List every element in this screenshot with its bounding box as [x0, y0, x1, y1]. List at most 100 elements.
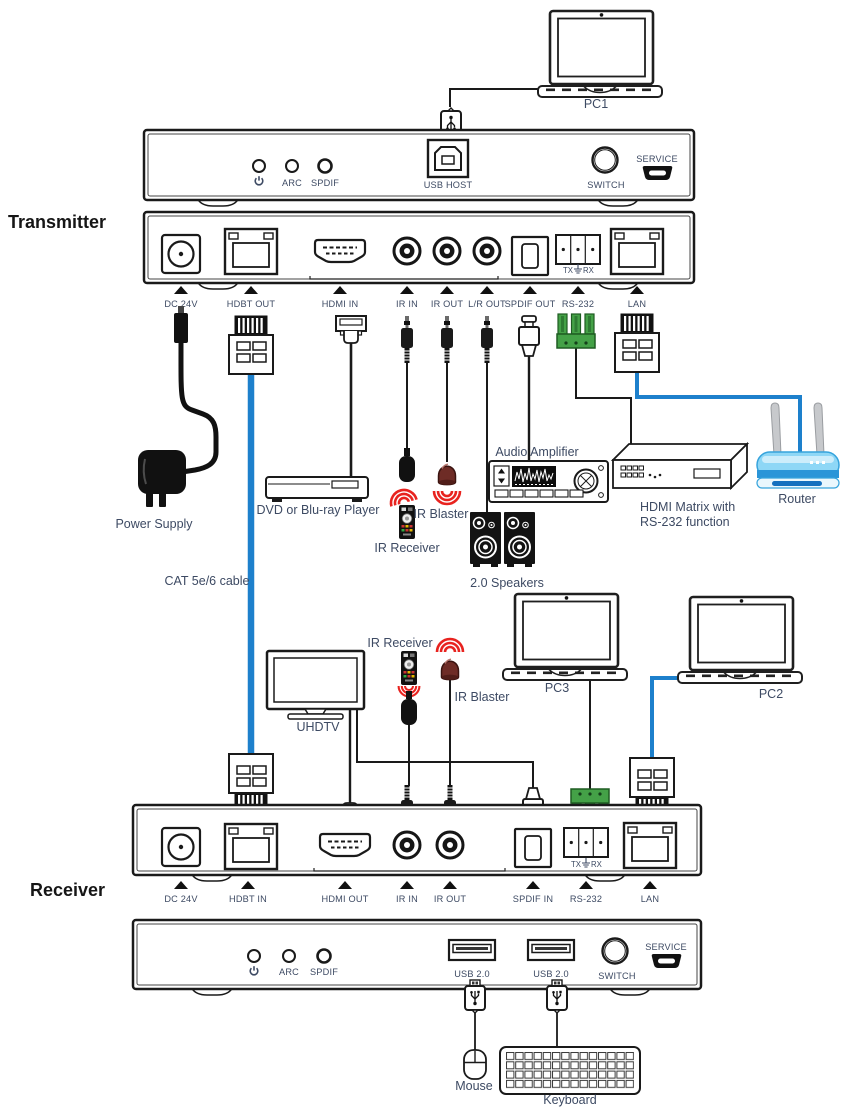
audio-amplifier: [488, 460, 609, 503]
phoenix-plug-tx: [556, 313, 596, 349]
tx-label-ir-in: IR IN: [396, 299, 418, 309]
ir-waves-tx-blaster: [432, 489, 462, 506]
tx-port-ir-in: [392, 236, 422, 266]
mouse: [463, 1049, 487, 1080]
rx-label-dc24v: DC 24V: [164, 894, 198, 904]
uhdtv-label: UHDTV: [296, 720, 340, 734]
rx-label-ir-out: IR OUT: [434, 894, 467, 904]
ir-blaster-rx-label: IR Blaster: [455, 690, 510, 704]
rx-spdif-label: SPDIF: [310, 967, 338, 977]
tx-label-rs232: RS-232: [562, 299, 594, 309]
rx-label-spdif-in: SPDIF IN: [513, 894, 553, 904]
tx-label-lan: LAN: [628, 299, 646, 309]
transmitter-section-label: Transmitter: [8, 212, 106, 232]
tx-port-labels: DC 24V HDBT OUT HDMI IN IR IN IR OUT L/R…: [164, 299, 646, 309]
cables: [178, 88, 802, 1050]
dvd-player-label: DVD or Blu-ray Player: [257, 503, 380, 517]
rx-port-hdbt-in: [223, 822, 279, 871]
rj45-plug-hdbt-out: [228, 315, 274, 375]
speakers-label: 2.0 Speakers: [470, 576, 544, 590]
ir-waves-tx-receiver: [386, 485, 418, 508]
rx-port-hdmi-out: [318, 832, 372, 858]
tx-port-lr-out: [472, 236, 502, 266]
tx-service-label: SERVICE: [636, 154, 678, 164]
router-label: Router: [778, 492, 816, 506]
tx-label-dc24v: DC 24V: [164, 299, 198, 309]
dc-plug: [174, 306, 188, 343]
rx-label-lan: LAN: [641, 894, 659, 904]
rx-port-dc24v: [160, 826, 202, 868]
speaker-right: [503, 511, 536, 568]
ir-blaster-tx-label: IR Blaster: [414, 507, 469, 521]
jack-plug-ir-out-tx: [440, 315, 454, 364]
tx-port-hdmi-in: [313, 238, 367, 264]
power-supply: [138, 450, 186, 507]
tx-port-lan: [609, 227, 665, 276]
tx-label-spdif-out: SPDIF OUT: [505, 299, 556, 309]
receiver-rear-panel: TX RX: [131, 803, 703, 882]
tx-arc-label: ARC: [282, 178, 302, 188]
port-group-line: [309, 276, 499, 280]
tx-rs232-tx-label: TX: [563, 266, 574, 275]
transmitter-rear-panel: TX RX: [142, 210, 696, 290]
switch-button-ring: [604, 940, 626, 962]
power-led: [247, 949, 261, 963]
tx-port-dc24v: [160, 233, 202, 275]
dvd-player: [265, 476, 369, 502]
ir-receiver-rx-label: IR Receiver: [367, 636, 432, 650]
pc1-laptop: [536, 9, 664, 99]
service-micro-usb-port: [651, 954, 682, 968]
rj45-plug-hdbt-in: [228, 753, 274, 813]
tx-port-spdif-out: [510, 235, 550, 277]
rj45-plug-lan-tx: [614, 313, 660, 373]
arc-led: [285, 159, 299, 173]
lan-cable-pc2: [650, 676, 678, 760]
tx-rs232-rx-label: RX: [583, 266, 595, 275]
tx-port-rs232: [555, 234, 601, 265]
ir-blaster-bulb-tx: [437, 463, 457, 486]
switch-button: [601, 937, 629, 965]
audio-amplifier-label: Audio Amplifier: [495, 445, 578, 459]
port-group-line: [313, 868, 506, 872]
uhdtv: [265, 649, 366, 720]
spdif-led: [316, 948, 332, 964]
usb20-port-2: [526, 938, 576, 962]
mouse-label: Mouse: [455, 1079, 493, 1093]
tx-port-hdbt-out: [223, 227, 279, 276]
tx-label-hdmi-in: HDMI IN: [322, 299, 359, 309]
ir-receiver-head-tx: [399, 448, 415, 482]
jack-plug-lr-out: [480, 315, 494, 364]
pc3-label: PC3: [545, 681, 569, 695]
keyboard: [499, 1046, 641, 1095]
arc-led: [282, 949, 296, 963]
speaker-left: [469, 511, 502, 568]
cat-cable-label: CAT 5e/6 cable: [164, 574, 249, 588]
usb-cable-pc1: [449, 88, 538, 107]
tx-spdif-label: SPDIF: [311, 178, 339, 188]
rx-arc-label: ARC: [279, 967, 299, 977]
pc2-laptop: [676, 595, 804, 685]
router-antenna-right: [813, 402, 825, 456]
tx-label-ir-out: IR OUT: [431, 299, 464, 309]
tx-label-lr-out: L/R OUT: [468, 299, 506, 309]
toslink-plug-spdif-out: [518, 315, 540, 357]
usb-host-port: [426, 138, 470, 179]
usb-host-label: USB HOST: [424, 180, 473, 190]
router: [756, 402, 840, 489]
rx-port-lan: [622, 821, 678, 870]
hdmi-matrix-label-line1: HDMI Matrix with: [640, 500, 735, 514]
rs232-cable-tx: [575, 348, 632, 452]
spdif-led: [317, 158, 333, 174]
usb20-label-1: USB 2.0: [454, 969, 490, 979]
rx-port-markers: [174, 881, 657, 889]
usb20-label-2: USB 2.0: [533, 969, 569, 979]
ir-receiver-tx-label: IR Receiver: [374, 541, 439, 555]
hdmi-matrix: [610, 441, 750, 491]
power-led: [252, 159, 266, 173]
tx-label-hdbt-out: HDBT OUT: [227, 299, 276, 309]
switch-button: [591, 146, 619, 174]
rx-rs232-rx-label: RX: [591, 860, 603, 869]
pc2-label: PC2: [759, 687, 783, 701]
lan-cable-router: [635, 371, 802, 453]
